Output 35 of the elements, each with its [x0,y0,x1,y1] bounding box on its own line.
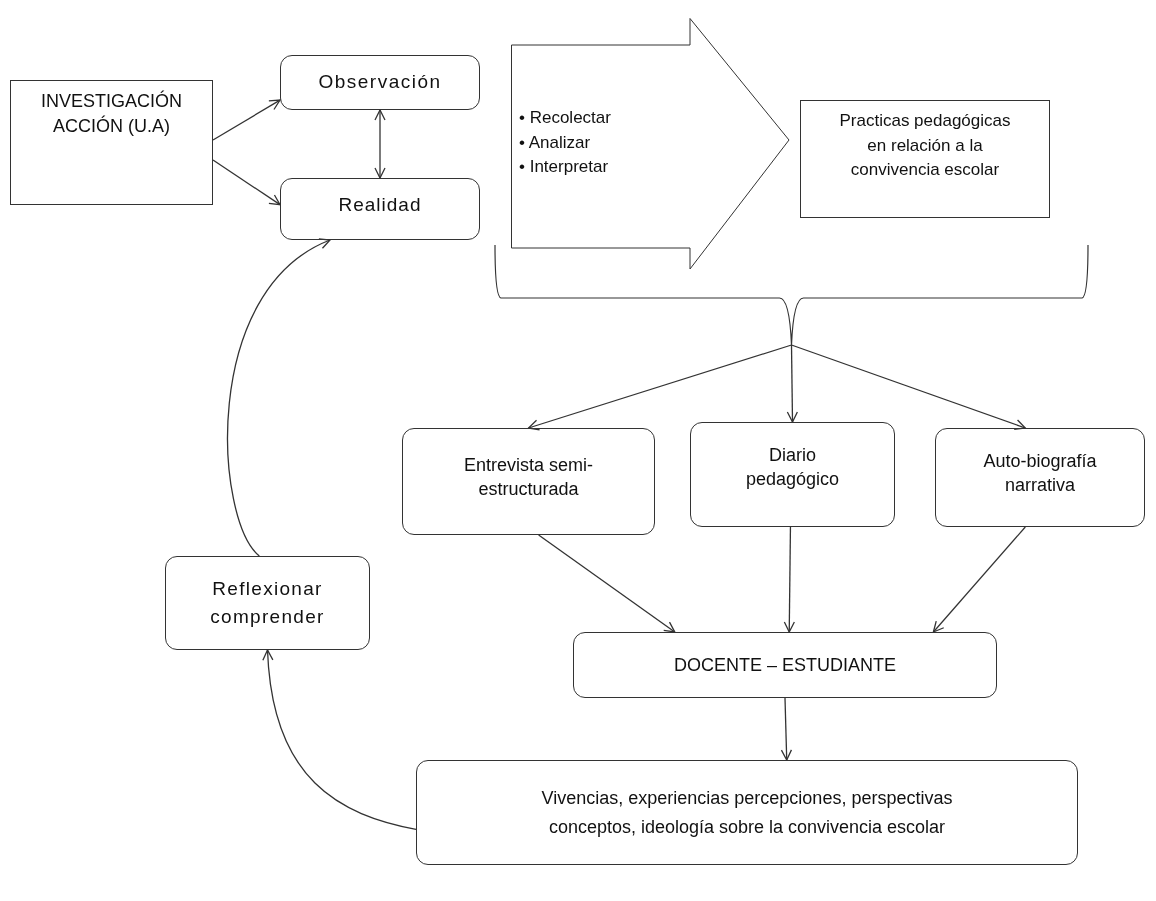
arrow [226,239,331,557]
node-text: Realidad [338,193,422,217]
arrow [212,99,281,141]
arrow [212,159,281,206]
rounded-box [416,760,1078,865]
arrow [932,526,1026,633]
node-text: Reflexionar comprender [209,577,326,629]
node-text: DOCENTE – ESTUDIANTE [674,653,896,677]
arrow [783,526,795,633]
arrow [527,344,793,431]
process-box [800,100,1050,218]
rounded-box [402,428,655,535]
arrow [786,344,798,423]
node-text: Vivencias, experiencias percepciones, perspectivas conceptos, ideología sobre la convivencia escolar [540,786,954,839]
arrow [790,344,1026,430]
rounded-box [280,55,480,110]
node-text: Auto-biografía narrativa [982,450,1098,498]
rounded-box [573,632,997,698]
bullet-item: • Interpretar [519,156,610,179]
rounded-box [165,556,370,650]
arrow [262,649,417,830]
rounded-box [935,428,1145,527]
bullet-item: • Analizar [519,131,592,154]
node-text: Diario pedagógico [745,444,840,492]
rounded-box [690,422,895,527]
process-box [10,80,213,205]
arrow [374,109,386,179]
arrow [780,697,793,761]
node-text: Practicas pedagógicas en relación a la convivencia escolar [838,110,1012,182]
node-text: Observación [318,70,442,95]
rounded-box [280,178,480,240]
arrow [537,534,676,633]
node-text: INVESTIGACIÓN ACCIÓN (U.A) [41,89,182,139]
bullet-item: • Recolectar [519,107,611,129]
node-text: Entrevista semi- estructurada [462,454,594,502]
